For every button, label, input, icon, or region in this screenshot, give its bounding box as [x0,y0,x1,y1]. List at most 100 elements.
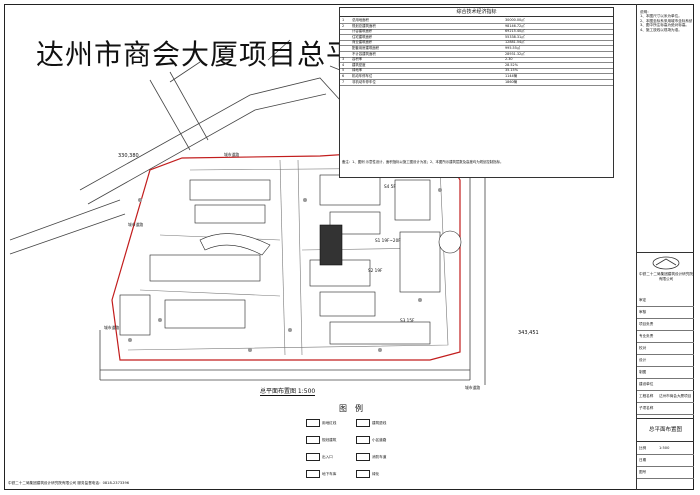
tech-table-note: 备注：1、图例 示意性设计，面积指标以施工图设计为准；2、本图所示建筑层数及高度… [342,160,504,164]
row-item: 容积率 [352,57,363,62]
tech-table-row: 计容建筑面积 69215.40㎡ [340,29,613,36]
tech-table-row: 商业建筑面积 12881.54㎡ [340,40,613,47]
row-item: 商业建筑面积 [352,40,373,45]
legend-label: 建筑退线 [372,421,387,425]
title-field: 审核 [637,308,694,319]
row-item: 住宅建筑面积 [352,34,373,39]
row-no: 3 [342,57,345,62]
legend-item: 消防车道 [356,453,386,461]
note-line: 1、本图尺寸以米为单位。 [640,14,682,19]
title-block: 说明：1、本图尺寸以米为单位。2、本图坐标系采用城市坐标系统。3、图中所注标高为… [636,4,694,490]
row-value: 35.15% [505,68,518,73]
title-field: 设计 [637,356,694,367]
green-icon [356,470,370,478]
title-field: 建设单位 [637,380,694,391]
bottom-field: 比例 1:500 [637,444,694,455]
row-value: 1860辆 [505,79,518,84]
row-item: 机动车停车位 [352,74,373,78]
field-value: 1:500 [659,446,670,450]
tech-table-row: 6 机动车停车位 1144辆 [340,74,613,80]
central-plaza [319,224,343,266]
garage-icon [306,470,320,478]
legend-item: 小区道路 [356,436,386,444]
building-footprints [119,174,441,345]
tech-table-row: 5 绿地率 35.15% [340,68,613,75]
row-value: 2.30 [505,57,513,62]
row-item: 绿地率 [352,68,363,73]
footer-text: 中铁二十二局集团建筑设计研究院有限公司 服务监督电话：0818-2373396 [8,481,130,485]
tech-table-row: 3 容积率 2.30 [340,57,613,64]
dashed-line-icon [356,419,370,427]
field-label: 日期 [639,458,647,462]
legend-label: 地下车库 [322,472,337,476]
title-field: 制图 [637,368,694,379]
field-label: 审核 [639,310,647,314]
plan-title: 总平面布置图 1:500 [260,388,316,396]
field-label: 项目负责 [639,322,654,326]
round-pavilion [438,230,462,254]
bottom-field: 日期 [637,456,694,467]
legend-item: 出入口 [306,453,333,461]
note-line: 4、施工放线以现场为准。 [640,27,682,32]
row-item: 非机动车停车位 [352,79,376,84]
row-item: 计容建筑面积 [352,29,373,34]
row-value: 995.55㎡ [505,46,521,50]
row-no: 6 [342,74,345,78]
row-item: 建筑密度 [352,62,366,67]
row-value: 1144辆 [505,74,518,78]
row-value: 55338.31㎡ [505,34,525,39]
row-value: 98146.72㎡ [505,23,525,28]
title-field: 工程名称达州市商会大厦项目 [637,392,694,403]
row-value: 28.52% [505,62,518,67]
row-value: 12881.54㎡ [505,40,525,45]
building-tag: S1 19F~20F [375,238,401,243]
road-label: 城市道路 [128,222,144,227]
building-tag: S4 5F [384,184,396,189]
row-no: 2 [342,23,345,28]
road-label: 城市道路 [224,152,240,157]
building-tag: S2 19F [368,268,383,273]
field-label: 子项名称 [639,406,654,410]
legend-item: 建筑退线 [356,419,386,427]
title-field: 校对 [637,344,694,355]
legend-item: 地下车库 [306,470,336,478]
note-line: 2、本图坐标系采用城市坐标系统。 [640,18,692,23]
field-label: 校对 [639,346,647,350]
row-value: 28931.32㎡ [505,51,525,56]
field-label: 制图 [639,370,647,374]
row-no: 5 [342,68,345,73]
note-line: 说明： [640,10,651,14]
legend-label: 绿化 [372,472,380,476]
note-line: 3、图中所注标高为绝对标高。 [640,23,690,28]
road-icon [356,436,370,444]
legend-item: 用地红线 [306,419,336,427]
legend-label: 规划建筑 [322,438,337,442]
title-field: 审定 [637,296,694,307]
site-plan [9,39,526,385]
field-label: 设计 [639,358,647,362]
road-lines [9,39,526,385]
arrow-icon [306,453,320,461]
field-label: 工程名称 [639,394,654,398]
row-value: 69215.40㎡ [505,29,525,34]
bottom-field: 图号 [637,468,694,479]
field-label: 审定 [639,298,647,302]
fire-lane-icon [356,453,370,461]
row-value: 30000.00㎡ [505,18,525,22]
legend-label: 消防车道 [372,455,387,459]
tech-table-title: 综合技术经济指标 [340,8,613,17]
legend-label: 出入口 [322,455,333,459]
road-label: 城市道路 [104,325,120,330]
title-field: 子项名称 [637,404,694,415]
legend-item: 绿化 [356,470,379,478]
legend-item: 规划建筑 [306,436,336,444]
road-label: 城市道路 [465,385,481,390]
building-tag: S3 15F [400,318,415,323]
drawing-name: 总平面布置图 [637,418,694,442]
field-label: 比例 [639,446,647,450]
